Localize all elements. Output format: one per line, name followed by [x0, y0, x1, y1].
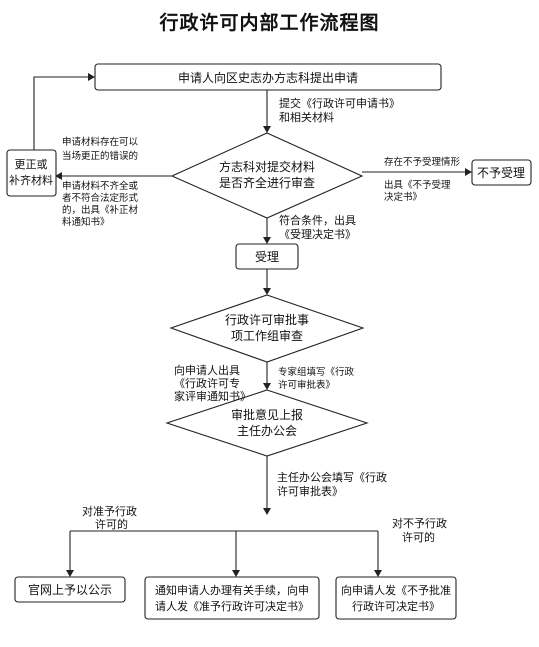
- node-panel-label-2: 项工作组审查: [231, 328, 303, 343]
- node-notify-deny: 向申请人发《不予批准 行政许可决定书》: [335, 576, 457, 620]
- arrowhead: [263, 237, 271, 244]
- label-incomplete-3: 的，出具《补正材: [62, 204, 139, 216]
- label-deny: 对不予行政 许可的: [392, 516, 447, 544]
- label-office-form: 主任办公会填写《行政 许可审批表》: [277, 470, 387, 498]
- arrowhead: [263, 383, 271, 390]
- node-notify-deny-label-1: 向申请人发《不予批准: [341, 583, 451, 597]
- label-qualified-2: 《受理决定书》: [279, 227, 356, 241]
- arrowhead: [88, 73, 95, 81]
- label-qualified-1: 符合条件，出具: [279, 213, 356, 227]
- label-panel-form-2: 许可审批表》: [278, 379, 335, 391]
- node-supplement-label-2: 补齐材料: [9, 173, 53, 187]
- label-not-accept: 存在不予受理情形 出具《不予受理 决定书》: [384, 156, 461, 203]
- node-supplement-label-1: 更正或: [15, 158, 48, 171]
- node-review-label-1: 方志科对提交材料: [219, 159, 315, 174]
- label-submit-2: 和相关材料: [279, 110, 334, 124]
- node-accept-label: 受理: [255, 250, 279, 264]
- arrowhead: [232, 570, 240, 577]
- node-reject: 不予受理: [471, 159, 532, 186]
- label-incomplete: 申请材料不齐全或 者不符合法定形式 的，出具《补正材 料通知书》: [62, 180, 139, 228]
- label-incomplete-1: 申请材料不齐全或: [62, 180, 139, 192]
- label-submit: 提交《行政许可申请书》 和相关材料: [279, 96, 400, 124]
- label-not-accept-3: 决定书》: [384, 191, 422, 203]
- node-report: 审批意见上报 主任办公会: [165, 389, 369, 457]
- node-review: 方志科对提交材料 是否齐全进行审查: [170, 132, 364, 219]
- label-panel-form-1: 专家组填写《行政: [278, 366, 355, 378]
- node-review-label-2: 是否齐全进行审查: [219, 175, 315, 190]
- label-office-form-2: 许可审批表》: [277, 484, 343, 498]
- label-office-form-1: 主任办公会填写《行政: [277, 470, 387, 484]
- label-expert-notice-3: 家评审通知书》: [174, 389, 251, 403]
- label-expert-notice-2: 《行政许可专: [174, 376, 240, 390]
- arrowhead: [374, 570, 382, 577]
- label-qualified: 符合条件，出具 《受理决定书》: [279, 213, 356, 241]
- label-deny-1: 对不予行政: [392, 516, 447, 530]
- label-not-accept-2: 出具《不予受理: [384, 179, 451, 191]
- arrowhead: [263, 508, 271, 515]
- label-correctable: 申请材料存在可以 当场更正的错误的: [62, 136, 139, 162]
- node-notify-grant-label-2: 请人发《准予行政许可决定书》: [155, 599, 309, 613]
- node-accept: 受理: [235, 243, 299, 270]
- label-correctable-2: 当场更正的错误的: [62, 150, 138, 162]
- node-publish-label: 官网上予以公示: [28, 582, 112, 597]
- label-deny-2: 许可的: [402, 530, 435, 544]
- node-notify-grant-label-1: 通知申请人办理有关手续，向申: [155, 583, 309, 597]
- edge-supplement-apply: [33, 76, 89, 150]
- node-notify-deny-label-2: 行政许可决定书》: [352, 599, 440, 613]
- arrowhead: [263, 126, 271, 133]
- node-apply: 申请人向区史志办方志科提出申请: [94, 63, 442, 91]
- node-report-label-1: 审批意见上报: [231, 407, 303, 422]
- node-report-label-2: 主任办公会: [237, 423, 297, 438]
- node-supplement: 更正或 补齐材料: [6, 149, 57, 197]
- label-incomplete-4: 料通知书》: [62, 216, 110, 228]
- arrowhead: [263, 288, 271, 295]
- node-apply-label: 申请人向区史志办方志科提出申请: [178, 70, 358, 85]
- label-incomplete-2: 者不符合法定形式: [62, 192, 139, 204]
- label-submit-1: 提交《行政许可申请书》: [279, 96, 400, 110]
- label-correctable-1: 申请材料存在可以: [62, 136, 139, 148]
- label-expert-notice-1: 向申请人出具: [174, 363, 240, 377]
- label-panel-form: 专家组填写《行政 许可审批表》: [278, 366, 355, 391]
- arrowhead: [55, 172, 62, 180]
- label-expert-notice: 向申请人出具 《行政许可专 家评审通知书》: [174, 363, 251, 403]
- node-reject-label: 不予受理: [477, 166, 525, 180]
- node-notify-grant: 通知申请人办理有关手续，向申 请人发《准予行政许可决定书》: [144, 576, 320, 620]
- page-title: 行政许可内部工作流程图: [159, 13, 380, 34]
- label-grant: 对准予行政 许可的: [82, 504, 137, 531]
- node-panel-label-1: 行政许可审批事: [225, 312, 309, 327]
- arrowhead: [66, 570, 74, 577]
- label-grant-2: 许可的: [95, 517, 128, 531]
- arrowhead: [465, 168, 472, 176]
- node-panel: 行政许可审批事 项工作组审查: [169, 294, 365, 363]
- node-publish: 官网上予以公示: [14, 576, 126, 603]
- label-grant-1: 对准予行政: [82, 504, 137, 518]
- label-not-accept-1: 存在不予受理情形: [384, 156, 461, 168]
